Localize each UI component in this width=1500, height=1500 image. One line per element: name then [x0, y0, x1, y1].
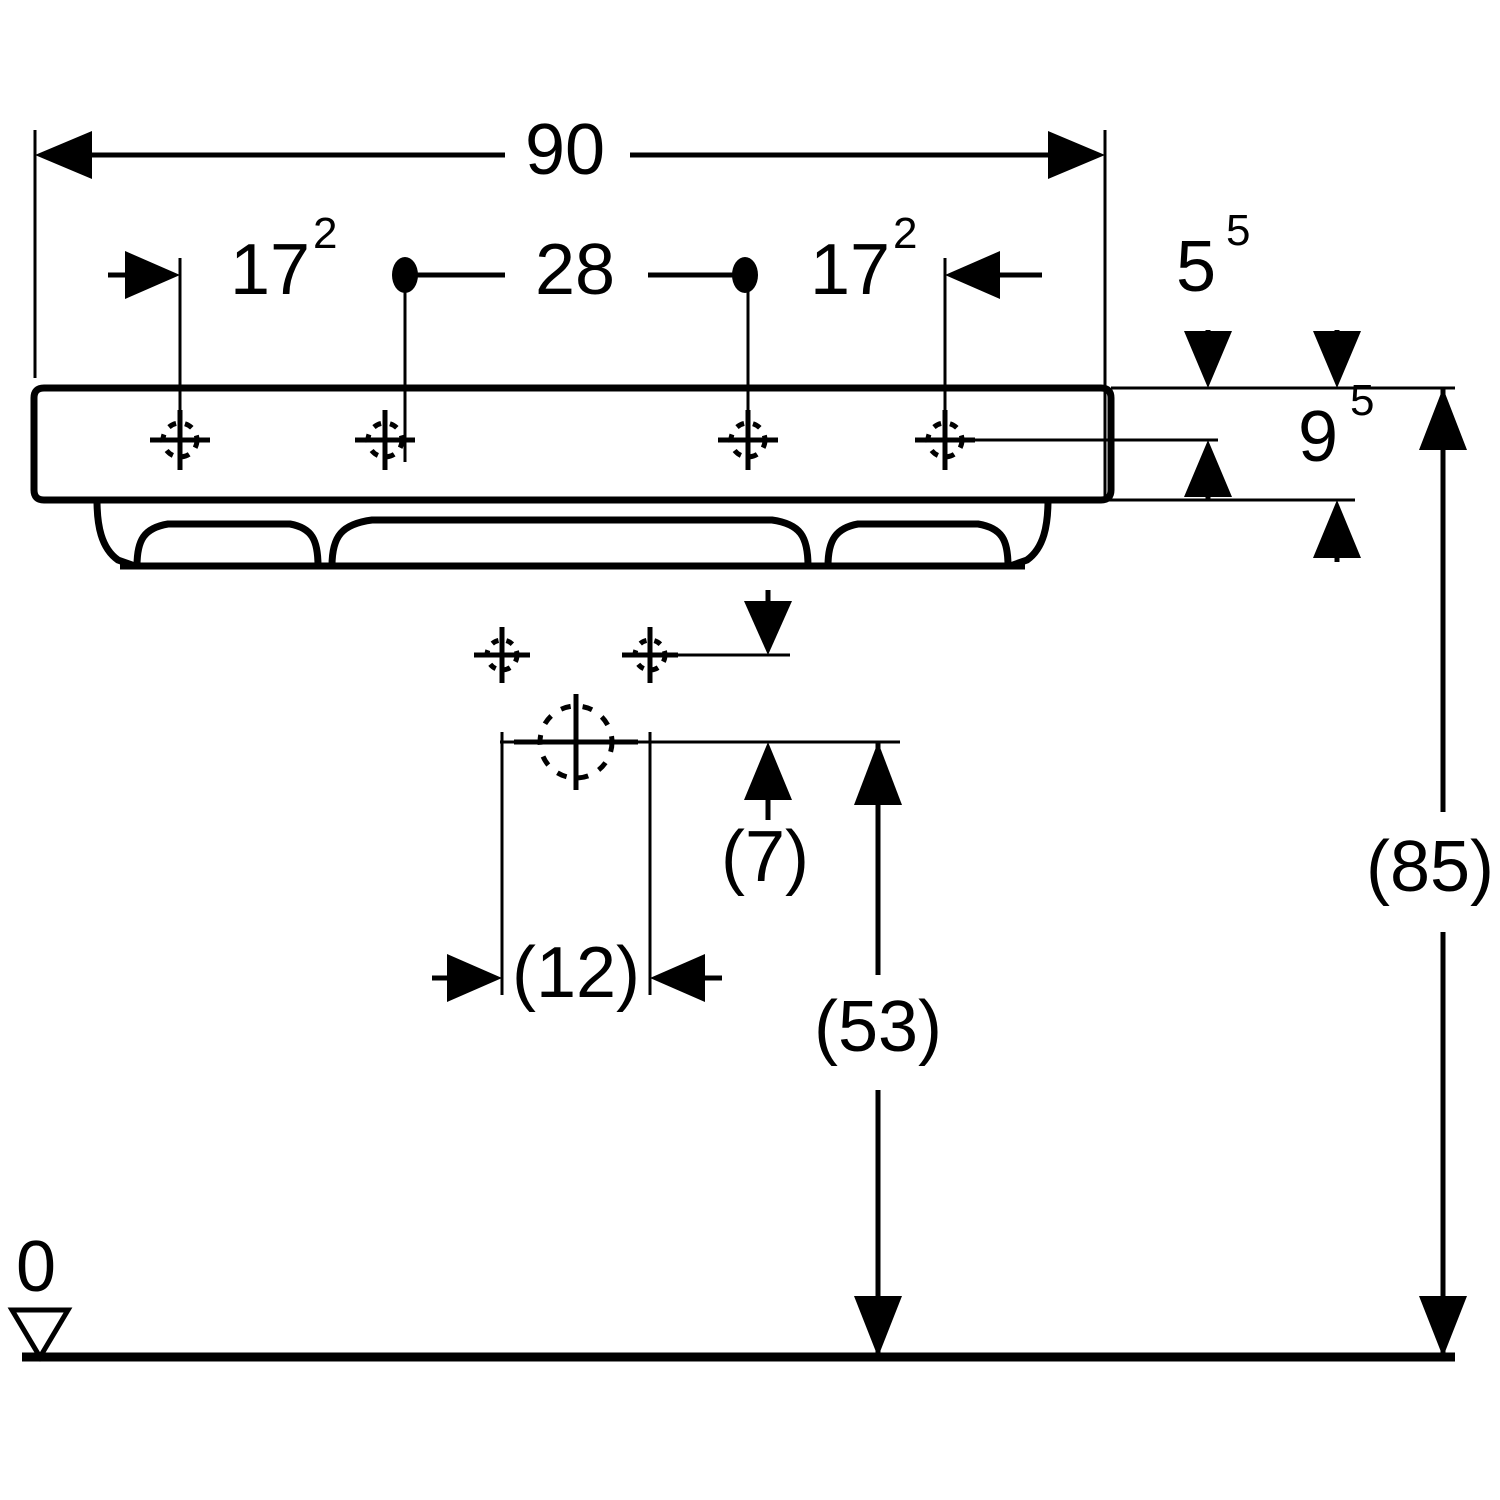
dimension-label-17-left-sup: 2 [313, 209, 337, 258]
dimension-line-12 [432, 954, 722, 1002]
dimension-label-9-sup: 5 [1350, 376, 1374, 425]
dimension-labels: 90 17 2 28 17 2 5 5 9 5 (85) (7) (53) (1… [16, 110, 1494, 1307]
datum-triangle-icon [7, 1307, 73, 1362]
dimension-label-28: 28 [535, 230, 615, 310]
dimension-line-5-5 [1184, 330, 1361, 562]
dimension-label-53: (53) [814, 987, 942, 1067]
dimension-line-28 [392, 257, 758, 293]
dimension-line-17-right [945, 251, 1042, 299]
outlet-crosshair-small-icon [474, 627, 678, 683]
dimension-label-5: 5 [1176, 227, 1216, 307]
datum-label-zero: 0 [16, 1227, 56, 1307]
dimension-label-7: (7) [721, 817, 809, 897]
dimension-label-17-left: 17 [230, 230, 310, 310]
tap-center-dot [392, 257, 418, 293]
dimension-line-85 [1419, 388, 1467, 1357]
tap-center-dot [732, 257, 758, 293]
tap-hole-crosshair-icon [150, 410, 975, 470]
dimension-line-53 [854, 742, 902, 1357]
basin-body-outline [30, 384, 1115, 570]
outlet-crosshair-large-icon [514, 694, 638, 790]
dimension-label-90: 90 [525, 110, 605, 190]
dimension-label-9: 9 [1298, 397, 1338, 477]
dimension-label-17-right: 17 [810, 230, 890, 310]
dimension-label-5-sup: 5 [1226, 206, 1250, 255]
dimension-line-7 [744, 590, 792, 820]
dimension-line-90 [35, 131, 1105, 179]
dimension-label-12: (12) [512, 933, 640, 1013]
dimension-line-17-left [108, 251, 180, 299]
dimension-label-85: (85) [1366, 827, 1494, 907]
dimension-label-17-right-sup: 2 [893, 209, 917, 258]
